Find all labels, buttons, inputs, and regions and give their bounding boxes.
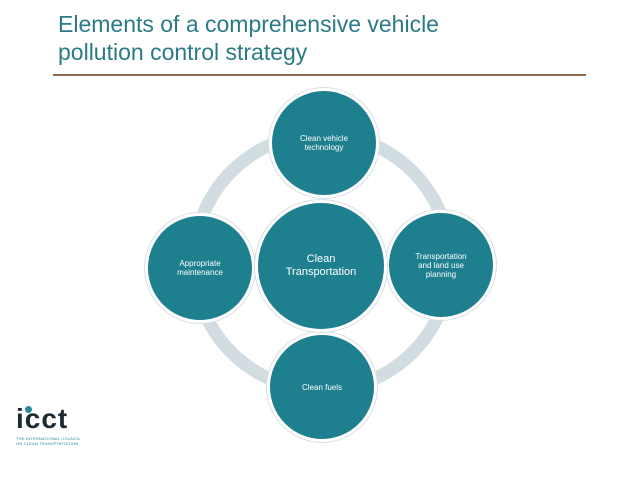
node-label-left: Appropriate maintenance (177, 259, 223, 277)
slide-title: Elements of a comprehensive vehicle poll… (58, 10, 618, 66)
node-appropriate-maintenance: Appropriate maintenance (148, 216, 252, 320)
node-clean-transportation: Clean Transportation (258, 203, 384, 329)
icct-logo: icct THE INTERNATIONAL COUNCIL ON CLEAN … (16, 403, 86, 447)
node-label-center: Clean Transportation (285, 253, 357, 278)
node-clean-fuels: Clean fuels (270, 335, 374, 439)
logo-dot-icon (25, 406, 32, 413)
node-transportation-land-use-planning: Transportation and land use planning (389, 213, 493, 317)
title-underline (53, 74, 586, 76)
node-label-right: Transportation and land use planning (415, 251, 467, 279)
node-label-bottom: Clean fuels (301, 382, 343, 392)
logo-wordmark: icct (16, 403, 69, 434)
title-line-2: pollution control strategy (58, 39, 308, 65)
node-clean-vehicle-technology: Clean vehicle technology (272, 91, 376, 195)
title-line-1: Elements of a comprehensive vehicle (58, 11, 439, 37)
node-label-top: Clean vehicle technology (299, 134, 349, 152)
logo-subtitle: THE INTERNATIONAL COUNCIL ON CLEAN TRANS… (16, 436, 81, 446)
